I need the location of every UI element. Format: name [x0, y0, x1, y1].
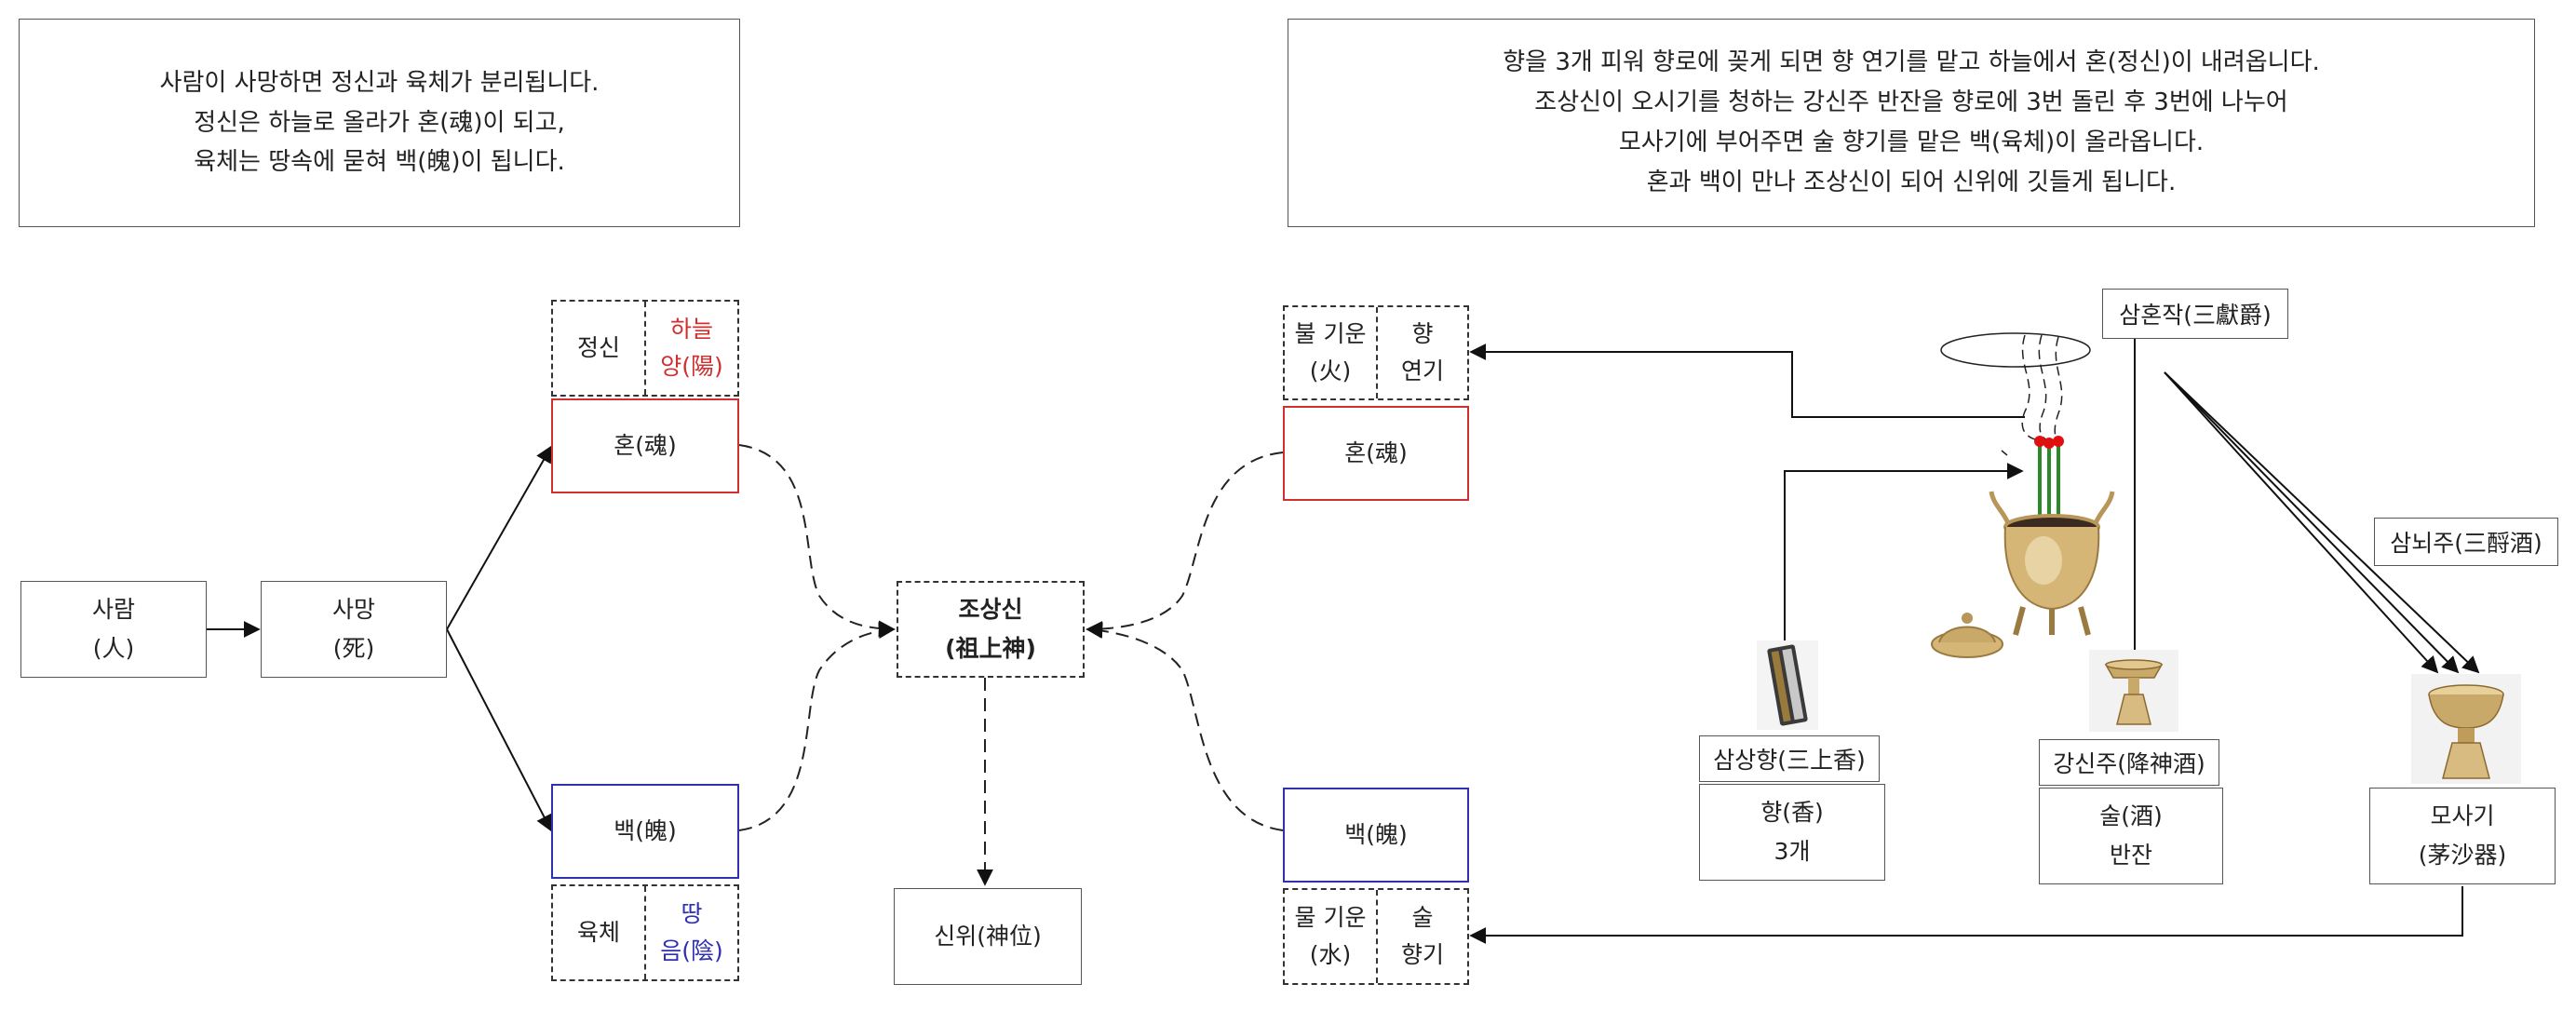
- mosagi-label: 모사기: [2430, 802, 2495, 829]
- spirit-sky-box: 정신 하늘 양(陽): [551, 300, 739, 397]
- curve-baek-left: [738, 622, 896, 831]
- curve-hon-right: [1086, 452, 1284, 638]
- note-left-line-1: 사람이 사망하면 정신과 육체가 분리됩니다.: [159, 68, 600, 97]
- arrow-death-baek: [446, 628, 552, 832]
- smoke-label-2: 연기: [1400, 357, 1444, 384]
- fire-cell: 불 기운 (火): [1285, 307, 1378, 398]
- note-left: 사람이 사망하면 정신과 육체가 분리됩니다. 정신은 하늘로 올라가 혼(魂)…: [19, 19, 740, 227]
- fire-label: 불 기운: [1294, 320, 1367, 347]
- water-scent-box: 물 기운 (水) 술 향기: [1283, 888, 1469, 985]
- water-cell: 물 기운 (水): [1285, 890, 1378, 983]
- samhonjak-label: 삼혼작(三獻爵): [2102, 289, 2288, 339]
- liquor-title: 강신주(降神酒): [2039, 739, 2219, 786]
- smoke-label-1: 향: [1411, 320, 1434, 347]
- baek-label-right: 백(魄): [1344, 820, 1408, 848]
- hon-label-right: 혼(魂): [1344, 438, 1408, 466]
- pour-3: [2164, 371, 2480, 674]
- curve-hon-left: [738, 444, 896, 638]
- person-box: 사람 (人): [20, 581, 207, 678]
- incense-title: 삼상향(三上香): [1699, 735, 1880, 782]
- note-right-line-4: 혼과 백이 만나 조상신이 되어 신위에 깃들게 됩니다.: [1646, 168, 2177, 196]
- note-left-line-3: 육체는 땅속에 묻혀 백(魄)이 됩니다.: [194, 148, 565, 177]
- fire-smoke-box: 불 기운 (火) 향 연기: [1283, 305, 1469, 400]
- death-box: 사망 (死): [261, 581, 447, 678]
- scent-label-2: 향기: [1400, 941, 1444, 968]
- baek-box-right: 백(魄): [1283, 788, 1469, 883]
- ancestor-box: 조상신 (祖上神): [897, 581, 1085, 678]
- note-left-line-2: 정신은 하늘로 올라가 혼(魂)이 되고,: [194, 108, 565, 137]
- liquor-label: 술(酒): [2099, 802, 2163, 829]
- mosagi-hanja: (茅沙器): [2418, 842, 2507, 869]
- body-label: 육체: [553, 886, 646, 979]
- liquor-cup-icon: [2089, 650, 2178, 732]
- person-label: 사람: [91, 595, 135, 623]
- incense-stick-icon: [1757, 640, 1818, 730]
- fire-hanja: (火): [1309, 357, 1352, 384]
- mosagi-icon: [2411, 674, 2521, 784]
- incense-burner-icon: [1931, 332, 2115, 658]
- note-right-line-1: 향을 3개 피워 향로에 꽂게 되면 향 연기를 맡고 하늘에서 혼(정신)이 …: [1503, 48, 2320, 77]
- curve-baek-right: [1086, 622, 1284, 831]
- pour-2: [2164, 371, 2460, 674]
- scent-label-1: 술: [1411, 904, 1434, 931]
- tablet-box: 신위(神位): [894, 888, 1082, 985]
- water-label: 물 기운: [1294, 904, 1367, 931]
- water-hanja: (水): [1309, 941, 1352, 968]
- body-earth-box: 육체 땅 음(陰): [551, 884, 739, 981]
- baek-label-left: 백(魄): [614, 816, 677, 844]
- incense-box: 향(香) 3개: [1699, 784, 1885, 881]
- note-right-line-2: 조상신이 오시기를 청하는 강신주 반잔을 향로에 3번 돌린 후 3번에 나누…: [1534, 88, 2288, 117]
- incense-count: 3개: [1774, 838, 1811, 865]
- yin-label: 음(陰): [660, 937, 723, 964]
- note-right-line-3: 모사기에 부어주면 술 향기를 맡은 백(육체)이 올라옵니다.: [1618, 128, 2205, 156]
- smoke-cell: 향 연기: [1378, 307, 1467, 398]
- arrow-mosagi-to-box: [1469, 886, 2463, 944]
- liquor-box: 술(酒) 반잔: [2039, 788, 2223, 884]
- arrow-smoke-to-box: [1469, 344, 2025, 418]
- sky-cell: 하늘 양(陽): [646, 302, 737, 395]
- death-label: 사망: [331, 595, 375, 623]
- samnoeju-label: 삼뇌주(三酹酒): [2374, 518, 2558, 566]
- hon-label-left: 혼(魂): [614, 431, 677, 459]
- yang-label: 양(陽): [660, 353, 723, 380]
- ancestor-label: 조상신: [958, 595, 1023, 623]
- arrow-incense-to-censer: [1784, 463, 2024, 642]
- tablet-label: 신위(神位): [934, 922, 1042, 950]
- person-hanja: (人): [92, 635, 135, 662]
- mosagi-box: 모사기 (茅沙器): [2369, 788, 2556, 884]
- earth-label: 땅: [681, 900, 703, 927]
- death-hanja: (死): [332, 635, 375, 662]
- pour-1: [2164, 371, 2439, 674]
- scent-cell: 술 향기: [1378, 890, 1467, 983]
- baek-box-left: 백(魄): [551, 784, 739, 879]
- note-right: 향을 3개 피워 향로에 꽂게 되면 향 연기를 맡고 하늘에서 혼(정신)이 …: [1288, 19, 2535, 227]
- hon-box-right: 혼(魂): [1283, 406, 1469, 501]
- liquor-amount: 반잔: [2109, 842, 2152, 869]
- hon-box-left: 혼(魂): [551, 398, 739, 493]
- arrow-death-hon: [446, 445, 552, 630]
- sky-label: 하늘: [669, 316, 713, 343]
- spirit-label: 정신: [553, 302, 646, 395]
- earth-cell: 땅 음(陰): [646, 886, 737, 979]
- ancestor-hanja: (祖上神): [945, 635, 1036, 662]
- incense-label: 향(香): [1760, 798, 1824, 826]
